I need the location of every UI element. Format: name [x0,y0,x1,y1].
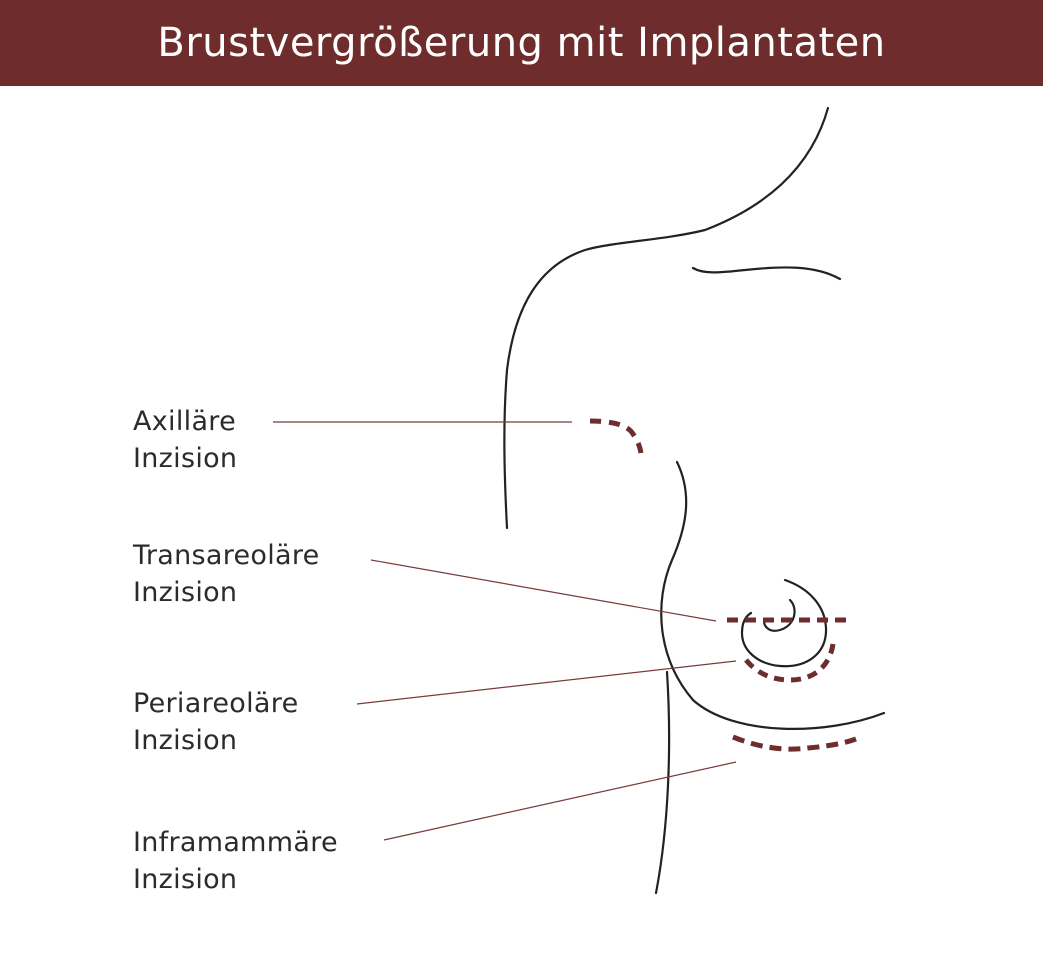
periareolar-label-line2: Inzision [133,725,238,756]
nipple-outline [762,598,796,632]
transareolar-label-line2: Inzision [133,577,238,608]
transareolar-label-line1: Transareoläre [133,540,320,571]
periareolar-incision-marker [744,643,836,683]
shoulder-arm-outline [503,106,830,530]
periareolar-incision-label: Periareoläre Inzision [133,685,298,759]
leader-line-periareolar [356,660,737,705]
inframammary-label-line1: Inframammäre [133,827,338,858]
axillary-incision-label: Axilläre Inzision [133,403,237,477]
axillary-label-line1: Axilläre [133,406,237,437]
axillary-incision-marker [589,418,644,454]
inframammary-incision-marker [732,734,857,752]
inframammary-incision-label: Inframammäre Inzision [133,824,338,898]
collarbone-line [691,266,842,281]
areola-outline [740,578,828,668]
inframammary-label-line2: Inzision [133,864,238,895]
torso-midline [654,670,671,895]
transareolar-incision-label: Transareoläre Inzision [133,537,320,611]
axillary-label-line2: Inzision [133,443,238,474]
periareolar-label-line1: Periareoläre [133,688,299,719]
leader-line-inframammary [383,761,737,841]
title-banner: Brustvergrößerung mit Implantaten [0,0,1043,86]
leader-line-transareolar [370,559,717,622]
breast-outline [660,460,886,730]
page-title: Brustvergrößerung mit Implantaten [157,20,886,66]
